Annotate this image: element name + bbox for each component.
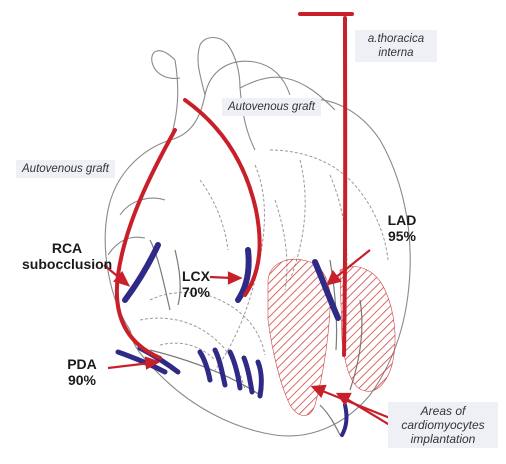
pda-branch-1 (197, 349, 213, 383)
rca-label: RCA subocclusion (22, 240, 113, 272)
lcx-label: LCX 70% (181, 268, 211, 300)
lad-stenosis (312, 259, 341, 321)
lad-label: LAD 95% (387, 212, 417, 244)
autovenous-graft-top-label: Autovenous graft (222, 98, 321, 116)
autovenous-graft-left (114, 128, 177, 360)
pda-stenosis-1 (115, 349, 168, 375)
autovenous-graft-right (183, 98, 262, 297)
pda-label: PDA 90% (67, 356, 97, 388)
bypass-grafts (114, 12, 354, 360)
thoracica-interna-graft (342, 16, 348, 357)
pda-branch-2 (212, 347, 228, 388)
pda-branch-5 (255, 359, 264, 399)
pda-branch-3 (227, 349, 243, 391)
implantation-area-left (267, 259, 331, 416)
thoracica-interna-label: a.thoracica interna (355, 30, 437, 62)
pda-arrow (107, 361, 151, 370)
implantation-areas (267, 259, 396, 416)
autovenous-graft-left-label: Autovenous graft (16, 160, 115, 178)
lower-branch (340, 403, 349, 437)
thoracica-line-1: a.thoracica (367, 33, 425, 45)
thoracica-line-2: interna (378, 47, 414, 59)
pda-branch-4 (241, 355, 255, 395)
lad-arrow (334, 249, 371, 279)
lcx-stenosis (235, 247, 252, 303)
rca-stenosis (122, 242, 161, 303)
implantation-area-right (339, 266, 396, 392)
areas-implantation-label: Areas of cardiomyocytes implantation (388, 402, 498, 448)
